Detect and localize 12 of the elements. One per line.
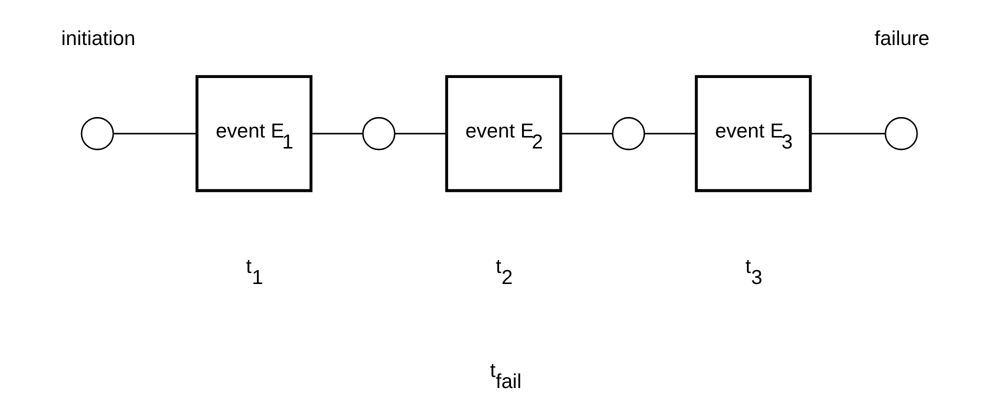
node-circle xyxy=(884,117,918,150)
node-circle xyxy=(362,117,396,150)
connector xyxy=(394,132,446,134)
connector xyxy=(114,132,197,134)
node-label: failure xyxy=(874,28,930,50)
node-label: initiation xyxy=(61,28,136,50)
node-circle xyxy=(612,117,646,150)
connector xyxy=(644,132,696,134)
connector xyxy=(810,132,885,134)
node-circle xyxy=(80,117,114,150)
connector xyxy=(561,132,612,134)
connector xyxy=(311,132,362,134)
